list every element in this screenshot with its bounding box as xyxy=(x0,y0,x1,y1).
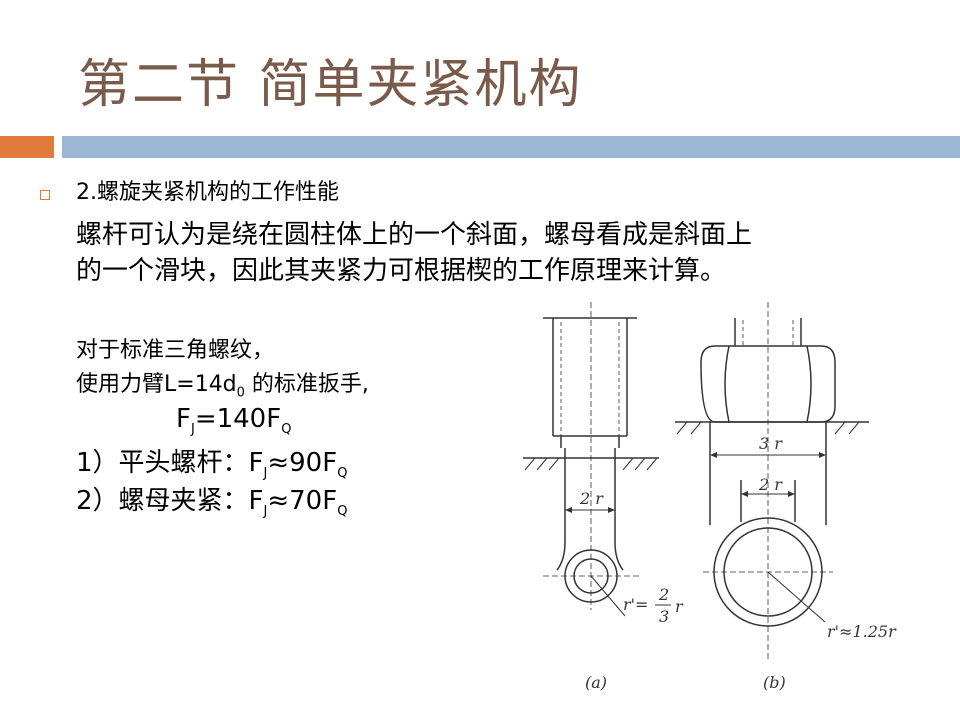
slide-title: 第二节 简单夹紧机构 xyxy=(78,55,583,115)
case-1-a: F xyxy=(248,448,264,478)
formula-main: FJ=140FQ xyxy=(176,404,291,438)
radius-a-den: 3 xyxy=(659,607,669,626)
radius-a-label: r'= 2 3 r xyxy=(623,585,684,626)
figure-b-label: (b) xyxy=(763,673,786,692)
case-1-b: ≈90F xyxy=(267,448,338,478)
figure-a-label: (a) xyxy=(585,673,607,692)
dim-2r-a: 2 r xyxy=(579,489,604,508)
wrench-sub: 0 xyxy=(236,385,245,401)
case-1-a-sub: J xyxy=(263,466,268,482)
figure-b xyxy=(675,302,869,662)
dim-3r: 3 r xyxy=(759,434,783,453)
case-1: 1）平头螺杆：FJ≈90FQ xyxy=(76,448,347,482)
case-1-label: 1）平头螺杆： xyxy=(76,448,249,478)
wrench-text: 使用力臂L=14d0 的标准扳手, xyxy=(76,372,369,401)
case-2: 2）螺母夹紧：FJ≈70FQ xyxy=(76,486,347,520)
figure-a xyxy=(523,302,659,617)
bullet-line-1: 螺杆可认为是绕在圆柱体上的一个斜面，螺母看成是斜面上 xyxy=(76,220,753,250)
radius-a-num: 2 xyxy=(658,585,669,604)
std-thread-text: 对于标准三角螺纹， xyxy=(76,338,275,363)
radius-a-suffix: r xyxy=(675,597,684,616)
formula-main-b-sub: Q xyxy=(281,422,292,438)
dim-2r-b: 2 r xyxy=(758,475,783,494)
title-accent-bar-blue xyxy=(62,136,960,158)
case-2-label: 2）螺母夹紧： xyxy=(76,486,249,516)
square-bullet-icon xyxy=(40,190,50,200)
title-accent-bar-orange xyxy=(0,136,54,158)
formula-main-a: F xyxy=(176,404,191,434)
wrench-prefix: 使用力臂L=14d xyxy=(76,372,237,397)
clamping-diagram: 2 r r'= 2 3 r 3 r 2 r r xyxy=(523,302,897,692)
wrench-suffix: 的标准扳手, xyxy=(244,372,369,397)
radius-b-label: r'≈1.25r xyxy=(827,622,897,641)
formula-main-b: =140F xyxy=(194,404,282,434)
case-2-b: ≈70F xyxy=(267,486,338,516)
case-1-b-sub: Q xyxy=(337,466,348,482)
case-2-a-sub: J xyxy=(263,504,268,520)
case-2-a: F xyxy=(248,486,264,516)
formula-main-a-sub: J xyxy=(190,422,195,438)
case-2-b-sub: Q xyxy=(337,504,348,520)
bullet-line-2: 的一个滑块，因此其夹紧力可根据楔的工作原理来计算。 xyxy=(76,256,727,286)
radius-a-prefix: r'= xyxy=(623,595,648,614)
bullet-heading: 2.螺旋夹紧机构的工作性能 xyxy=(76,180,339,205)
